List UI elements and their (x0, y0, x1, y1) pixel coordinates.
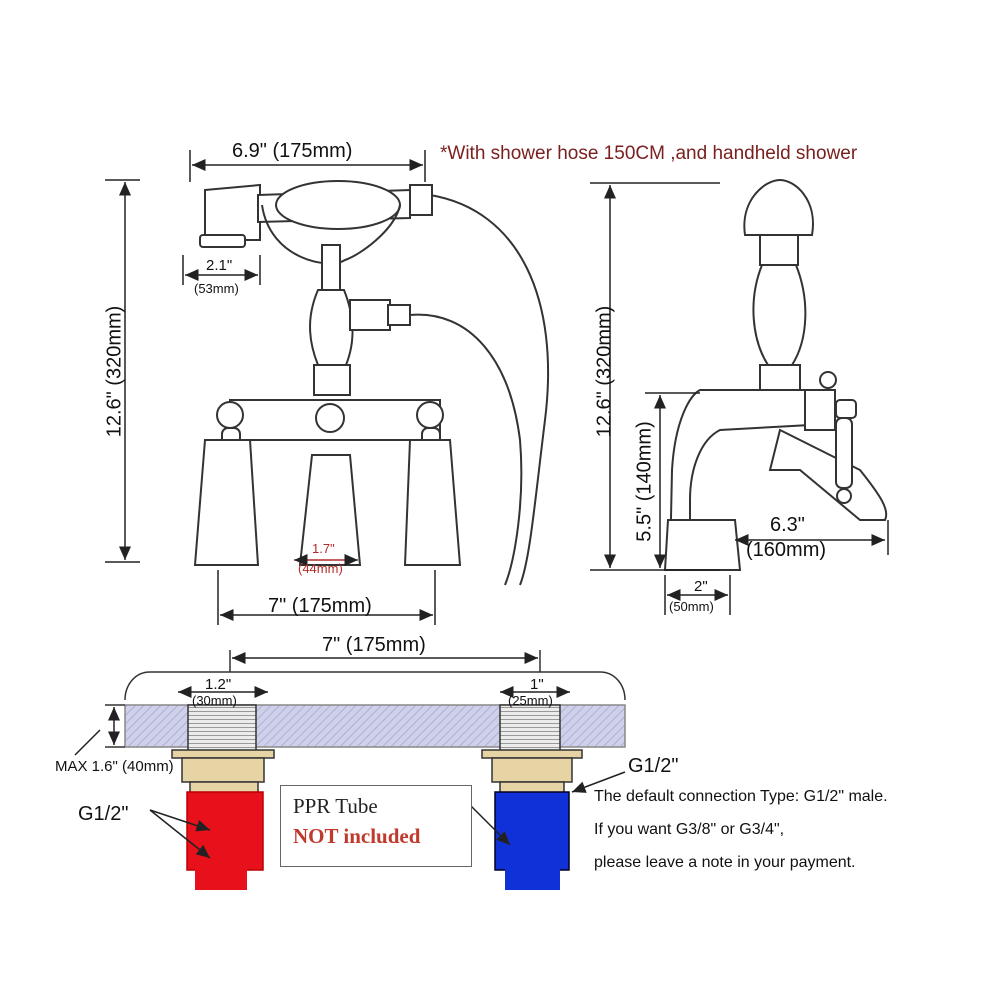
side-base-width-mm: (50mm) (669, 599, 714, 614)
center-distance-label: 7" (175mm) (322, 634, 426, 656)
shower-head-width-label: 2.1" (206, 257, 233, 274)
spout-width-mm: (44mm) (298, 561, 343, 576)
left-connector (149, 686, 275, 890)
shower-head-width-mm: (53mm) (194, 281, 239, 296)
left-thread-mm: (30mm) (192, 693, 237, 708)
shower-hose-note: *With shower hose 150CM ,and handheld sh… (440, 143, 858, 164)
front-dimension-lines (105, 150, 436, 625)
right-connector (469, 686, 626, 890)
side-dimension-lines (590, 182, 889, 615)
spout-width-label: 1.7" (312, 541, 335, 556)
side-view-faucet (663, 178, 888, 571)
right-thread-mm: (25mm) (508, 693, 553, 708)
max-thickness-label: MAX 1.6" (40mm) (55, 758, 174, 775)
left-thread-label: 1.2" (205, 676, 232, 693)
front-base-width-label: 7" (175mm) (268, 595, 372, 617)
side-reach-label: 6.3" (770, 514, 805, 536)
alternative-size-line: If you want G3/8" or G3/4", (594, 821, 785, 838)
ppr-tube-box: PPR Tube NOT included (280, 785, 472, 867)
right-thread-label: 1" (530, 676, 544, 693)
side-reach-mm: (160mm) (746, 539, 827, 561)
connection-type-line: The default connection Type: G1/2" male. (594, 788, 888, 805)
front-view-faucet (193, 180, 549, 586)
side-spout-height-label: 5.5" (140mm) (633, 421, 656, 542)
right-connector-label: G1/2" (628, 755, 679, 777)
side-base-width-label: 2" (694, 578, 708, 595)
ppr-tube-title: PPR Tube (293, 794, 378, 818)
front-width-label: 6.9" (175mm) (232, 140, 353, 162)
payment-note-line: please leave a note in your payment. (594, 854, 856, 871)
ppr-not-included: NOT included (293, 824, 421, 848)
left-connector-label: G1/2" (78, 803, 129, 825)
side-height-label: 12.6" (320mm) (593, 305, 616, 438)
front-height-label: 12.6" (320mm) (103, 305, 126, 438)
